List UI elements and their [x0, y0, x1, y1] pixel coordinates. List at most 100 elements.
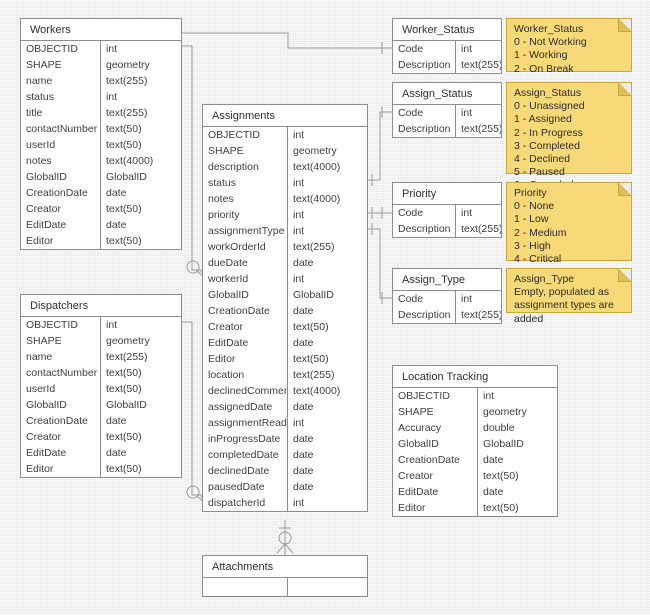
field-type: GlobalID: [106, 171, 147, 183]
field-type: geometry: [483, 406, 527, 418]
field-name: inProgressDate: [203, 431, 288, 447]
note-line: 5 - Paused: [514, 166, 565, 179]
field-type: double: [483, 422, 515, 434]
note-fold-corner-icon: [618, 83, 631, 96]
field-name: Editor: [21, 233, 101, 249]
link-assignments-assignstatus: [368, 111, 392, 181]
field-type: date: [293, 481, 314, 493]
note-title: Priority: [514, 187, 547, 199]
field-type: text(50): [293, 353, 329, 365]
field-type: text(4000): [293, 193, 341, 205]
field-name: Code: [393, 205, 456, 221]
field-type: int: [461, 293, 473, 305]
note-line: assignment types are added: [514, 299, 614, 325]
field-type: date: [293, 465, 314, 477]
link-dispatchers-assignments: [182, 321, 202, 496]
field-type: geometry: [293, 145, 337, 157]
field-type: date: [106, 219, 127, 231]
field-name: notes: [21, 153, 101, 169]
field-type: GlobalID: [106, 399, 147, 411]
field-type: int: [293, 177, 305, 189]
field-name: Creator: [21, 429, 101, 445]
field-type: int: [293, 497, 305, 509]
field-type: int: [106, 91, 118, 103]
field-name: name: [21, 73, 101, 89]
field-name: SHAPE: [203, 143, 288, 159]
entity-attachments[interactable]: Attachments: [202, 555, 368, 597]
entity-title: Assign_Status: [393, 83, 501, 105]
field-name: status: [203, 175, 288, 191]
field-name: SHAPE: [21, 57, 101, 73]
field-type: text(4000): [106, 155, 154, 167]
note-line: 0 - Unassigned: [514, 100, 585, 113]
field-name: GlobalID: [393, 436, 478, 452]
field-name: priority: [203, 207, 288, 223]
field-name: workerId: [203, 271, 288, 287]
field-type: int: [461, 207, 473, 219]
entity-field-row: Editor text(50): [393, 500, 557, 516]
field-name: CreationDate: [393, 452, 478, 468]
entity-title: Assign_Type: [393, 269, 501, 291]
field-name: userId: [21, 381, 101, 397]
field-type: int: [293, 225, 305, 237]
field-type: int: [293, 129, 305, 141]
field-type: text(50): [483, 470, 519, 482]
field-type: date: [293, 449, 314, 461]
field-name: location: [203, 367, 288, 383]
entity-empty-row: [203, 578, 367, 596]
field-name: EditDate: [393, 484, 478, 500]
entity-field-row: status int: [203, 175, 367, 191]
field-name: pausedDate: [203, 479, 288, 495]
field-type: date: [293, 257, 314, 269]
field-name: Editor: [393, 500, 478, 516]
field-type: text(50): [293, 321, 329, 333]
field-type: date: [483, 454, 504, 466]
note-fold-corner-icon: [618, 19, 631, 32]
field-name: OBJECTID: [21, 317, 101, 333]
entity-title: Workers: [21, 19, 181, 41]
note-line: 1 - Low: [514, 213, 549, 226]
field-type: text(50): [106, 367, 142, 379]
note-line: 0 - None: [514, 200, 555, 213]
field-type: text(4000): [293, 161, 341, 173]
field-type: int: [461, 107, 473, 119]
note-line: 3 - Completed: [514, 139, 580, 152]
field-type: text(50): [483, 502, 519, 514]
field-type: text(255): [461, 123, 501, 135]
